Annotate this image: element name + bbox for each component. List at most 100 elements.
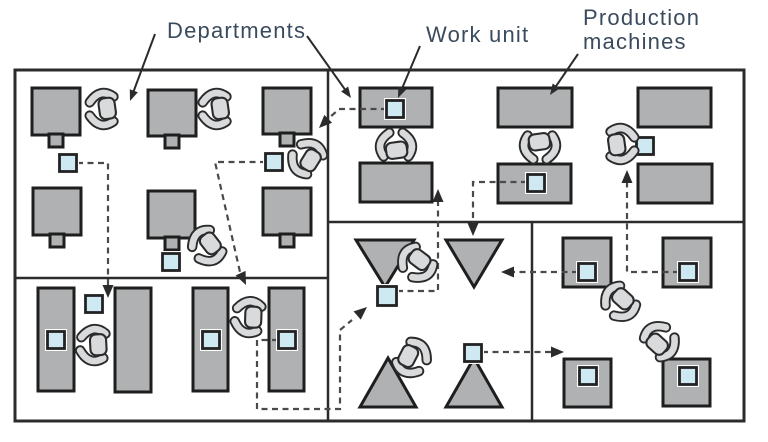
material-flow-path: [467, 180, 527, 236]
label-leader-arrow: [129, 33, 156, 101]
production-machine-tri-up: [443, 354, 505, 409]
leader-line: [131, 33, 156, 94]
robot-gripper-icon: [600, 280, 642, 323]
machine-base: [47, 132, 65, 149]
gripper-finger: [233, 297, 265, 312]
gripper-palm: [243, 305, 263, 329]
gripper-palm: [299, 148, 322, 173]
gripper-finger: [520, 132, 537, 163]
leader-line: [306, 35, 348, 93]
production-machine-vrect: [36, 286, 76, 393]
flow-arrowhead-icon: [621, 170, 633, 183]
gripper-finger: [408, 261, 437, 281]
gripper-palm: [88, 333, 108, 357]
gripper-palm: [645, 332, 670, 356]
gripper-palm: [384, 140, 409, 160]
work-unit-body: [678, 366, 698, 386]
gripper-finger: [602, 282, 624, 309]
material-flow-path: [482, 346, 564, 358]
gripper-finger: [86, 89, 117, 106]
work-unit: [577, 365, 599, 387]
gripper-finger: [543, 132, 560, 163]
gripper-finger: [399, 243, 419, 272]
work-unit: [263, 151, 285, 173]
work-unit-body: [463, 343, 483, 363]
work-unit-body: [376, 285, 398, 307]
machine-body: [636, 162, 714, 205]
flow-dashed-line: [397, 197, 440, 293]
production-machine-tri-down: [443, 238, 505, 290]
flow-arrowhead-icon: [432, 189, 444, 202]
flow-arrowhead-icon: [467, 223, 479, 236]
gripper-palm: [210, 96, 230, 121]
production-machine-monitor: [31, 186, 83, 249]
material-flow-path: [255, 307, 367, 411]
machine-base: [163, 133, 181, 150]
flow-arrowhead-icon: [102, 285, 114, 298]
gripper-palm: [407, 248, 432, 272]
work-unit-body: [58, 153, 78, 173]
production-machine-monitor: [30, 86, 82, 149]
production-machine-hrect: [636, 162, 714, 205]
work-unit: [276, 329, 298, 351]
machine-body: [146, 189, 197, 240]
work-unit: [525, 172, 547, 194]
work-unit: [462, 342, 484, 364]
production-machine-monitor: [146, 189, 197, 252]
flow-arrowhead-icon: [235, 270, 246, 285]
gripper-finger: [76, 347, 107, 365]
gripper-finger: [656, 334, 678, 361]
machine-body: [443, 354, 505, 409]
work-unit-body: [46, 330, 66, 350]
work-unit-body: [577, 262, 597, 282]
machine-body: [636, 86, 713, 129]
work-unit-body: [84, 294, 104, 314]
machine-base: [163, 235, 181, 252]
gripper-palm: [607, 132, 627, 157]
machine-body: [30, 86, 82, 137]
leader-line: [553, 53, 579, 89]
work-unit: [677, 261, 699, 283]
production-machine-vrect: [113, 286, 153, 394]
gripper-palm: [527, 132, 552, 152]
machine-body: [496, 86, 574, 129]
machine-body: [31, 186, 83, 237]
gripper-finger: [199, 89, 230, 106]
flow-arrowhead-icon: [319, 114, 333, 128]
robot-gripper-icon: [374, 127, 418, 162]
flow-arrowhead-icon: [551, 346, 564, 358]
flow-dashed-line: [471, 180, 527, 223]
flow-dashed-line: [327, 107, 387, 120]
leader-arrowhead-icon: [129, 89, 138, 101]
machine-body: [36, 286, 76, 393]
label-leader-arrow: [306, 35, 351, 98]
work-unit-body: [526, 173, 546, 193]
work-unit-body: [678, 262, 698, 282]
gripper-finger: [407, 338, 431, 364]
machine-body: [261, 186, 313, 237]
work-unit: [677, 365, 699, 387]
gripper-finger: [640, 322, 670, 342]
gripper-finger: [289, 151, 311, 178]
robot-gripper-icon: [229, 295, 267, 339]
gripper-palm: [97, 96, 117, 121]
robot-gripper-icon: [84, 87, 119, 131]
flow-dashed-line: [255, 319, 353, 411]
gripper-finger: [188, 226, 214, 251]
machine-body: [357, 354, 419, 409]
machine-base: [48, 232, 66, 249]
material-flow-path: [319, 107, 387, 128]
work-unit: [634, 135, 656, 157]
flow-arrowhead-icon: [353, 307, 367, 320]
machine-body: [261, 86, 313, 136]
work-unit: [200, 329, 222, 351]
robot-gripper-icon: [197, 87, 232, 131]
production-machine-hrect: [358, 161, 434, 204]
leader-line: [400, 45, 421, 92]
work-unit-body: [201, 330, 221, 350]
flow-dashed-line: [213, 160, 266, 273]
gripper-finger: [376, 129, 393, 160]
work-unit: [83, 293, 105, 315]
